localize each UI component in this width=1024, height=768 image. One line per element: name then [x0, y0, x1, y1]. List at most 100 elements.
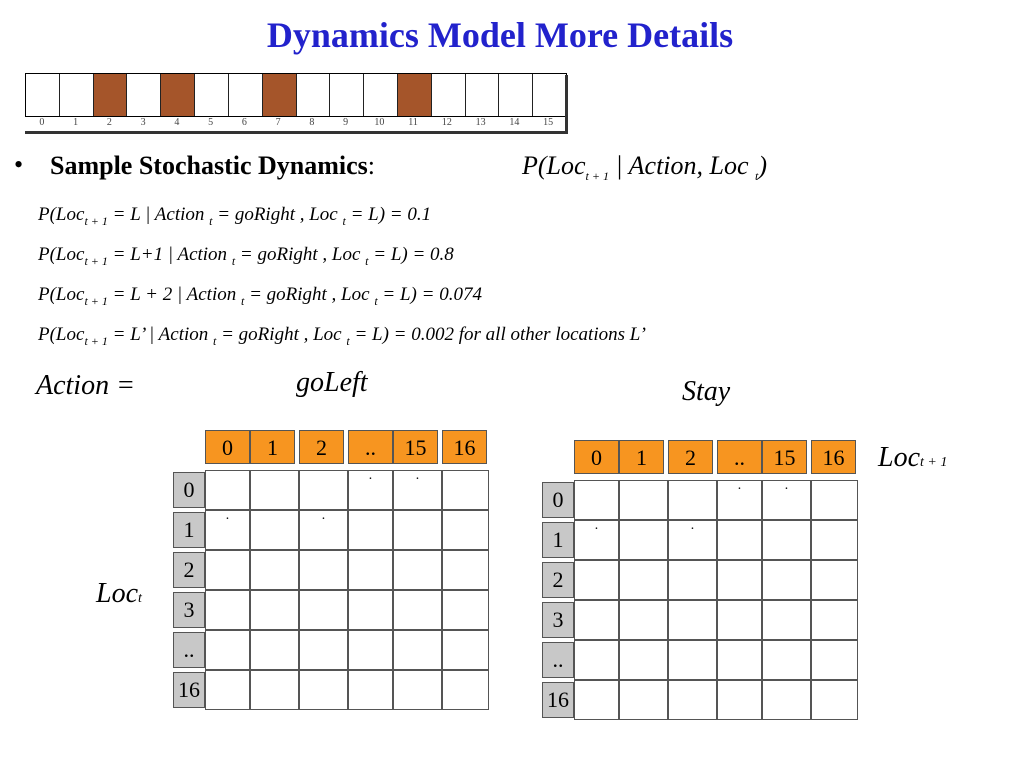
grid-cell [205, 670, 250, 710]
loc-t1-label: Loct + 1 [878, 442, 948, 473]
grid-cell: · [717, 480, 762, 520]
prob-line: P(Loct + 1 = L+1 | Action t = goRight , … [38, 244, 454, 268]
grid-cell [299, 630, 348, 670]
bullet-marker: • [14, 150, 24, 179]
row-header: 1 [542, 522, 574, 558]
grid-cell: · [762, 480, 811, 520]
row-header: .. [173, 632, 205, 668]
grid-cell [668, 480, 717, 520]
grid-cell [348, 630, 393, 670]
prob-line: P(Loct + 1 = L | Action t = goRight , Lo… [38, 204, 432, 228]
strip-label: 1 [73, 117, 79, 128]
grid-cell [299, 470, 348, 510]
grid-cell [717, 560, 762, 600]
row-header: 3 [542, 602, 574, 638]
grid-cell: · [574, 520, 619, 560]
strip-cell [533, 74, 566, 116]
grid-cell [393, 590, 442, 630]
strip-cell [59, 74, 94, 116]
strip-cell [296, 74, 331, 116]
row-header: 2 [173, 552, 205, 588]
strip-label: 4 [174, 117, 180, 128]
col-header: 2 [299, 430, 344, 464]
prob-line: P(Loct + 1 = L + 2 | Action t = goRight … [38, 284, 482, 308]
grid-cell [205, 590, 250, 630]
grid-cell [668, 600, 717, 640]
grid-cell [762, 560, 811, 600]
grid-cell [348, 590, 393, 630]
grid-cell [348, 550, 393, 590]
grid-cell [619, 480, 668, 520]
grid-cell [393, 510, 442, 550]
action-label: Action = [36, 370, 135, 401]
strip-label: 6 [241, 117, 247, 128]
grid-cell [574, 680, 619, 720]
grid-cell [250, 510, 299, 550]
grid-cell [717, 640, 762, 680]
grid-cell [348, 510, 393, 550]
action-goleft: goLeft [296, 367, 368, 398]
grid-cell [442, 670, 489, 710]
grid-cell: · [393, 470, 442, 510]
col-header: 16 [811, 440, 856, 474]
col-header: 1 [250, 430, 295, 464]
col-header: 0 [574, 440, 619, 474]
grid-cell [762, 600, 811, 640]
row-header: 1 [173, 512, 205, 548]
col-header: 15 [762, 440, 807, 474]
grid-cell [299, 550, 348, 590]
grid-cell [717, 600, 762, 640]
col-header: 16 [442, 430, 487, 464]
strip-cell [161, 74, 196, 116]
grid-cell [574, 640, 619, 680]
strip-cell [195, 74, 229, 116]
bullet-heading: Sample Stochastic Dynamics: [50, 151, 376, 180]
strip-label: 8 [309, 117, 315, 128]
grid-cell [205, 470, 250, 510]
strip-cell [465, 74, 500, 116]
strip-label: 9 [343, 117, 349, 128]
main-formula: P(Loct + 1 | Action, Loc t) [522, 151, 768, 184]
grid-cell [250, 630, 299, 670]
grid-cell [668, 640, 717, 680]
grid-cell [250, 670, 299, 710]
strip-label: 11 [408, 117, 418, 128]
col-header: .. [717, 440, 762, 474]
strip-cell [228, 74, 263, 116]
grid-cell [762, 680, 811, 720]
grid-cell [442, 590, 489, 630]
grid-cell [811, 640, 858, 680]
col-header: .. [348, 430, 393, 464]
grid-cell: · [205, 510, 250, 550]
grid-cell [205, 550, 250, 590]
strip-label: 3 [140, 117, 146, 128]
grid-cell [393, 670, 442, 710]
grid-cell [393, 550, 442, 590]
grid-cell [811, 680, 858, 720]
grid-cell [811, 600, 858, 640]
grid-cell [574, 480, 619, 520]
strip-cell [93, 74, 128, 116]
strip-label: 2 [106, 117, 112, 128]
grid-cell [762, 520, 811, 560]
grid-cell: · [348, 470, 393, 510]
strip-cell [431, 74, 466, 116]
grid-cell [619, 600, 668, 640]
grid-cell [717, 680, 762, 720]
grid-cell [299, 590, 348, 630]
strip-cell [499, 74, 534, 116]
strip-label: 7 [275, 117, 281, 128]
row-header: 0 [542, 482, 574, 518]
grid-cell [442, 470, 489, 510]
grid-cell [619, 560, 668, 600]
grid-cell [205, 630, 250, 670]
grid-cell [299, 670, 348, 710]
row-header: 3 [173, 592, 205, 628]
strip-label: 15 [543, 117, 554, 128]
strip-label: 0 [39, 117, 45, 128]
strip-cell [262, 74, 297, 116]
grid-cell [442, 510, 489, 550]
strip-cell [330, 74, 365, 116]
strip-cell [26, 74, 60, 116]
